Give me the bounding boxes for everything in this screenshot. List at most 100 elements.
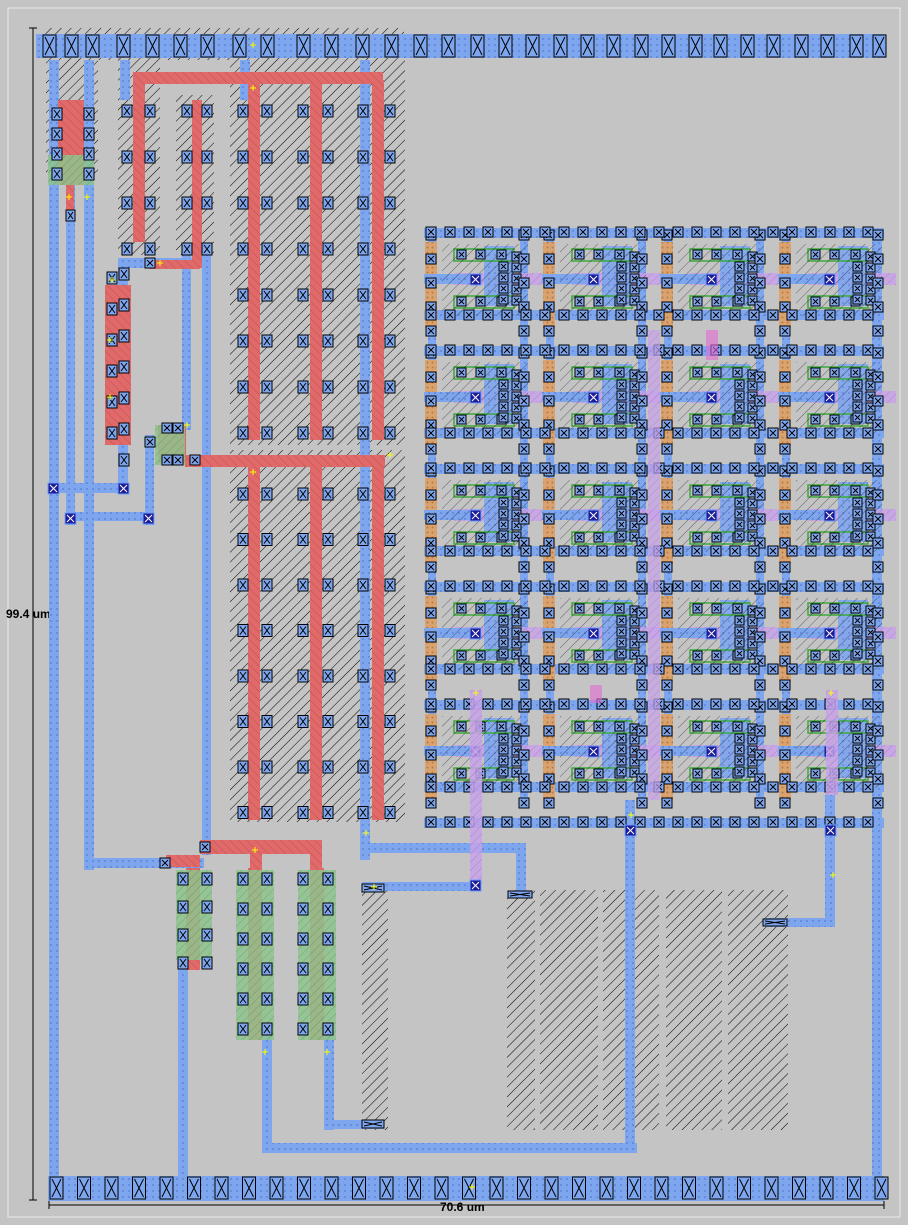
cell-contact: [574, 721, 585, 732]
device-contact: [384, 760, 396, 774]
cell-contact: [498, 497, 509, 508]
cell-contact: [614, 367, 625, 378]
cell-contact: [498, 744, 509, 755]
bitline-contact: [661, 489, 673, 501]
bitline-contact: [425, 489, 437, 501]
rail-contact: [634, 34, 649, 58]
cell-contact: [810, 721, 821, 732]
bitline-contact: [754, 631, 766, 643]
cell-contact: [511, 767, 522, 778]
wordline-contact: [482, 309, 494, 321]
device-contact: [172, 422, 184, 434]
cell-contact: [810, 485, 821, 496]
memory-cell: [424, 347, 542, 455]
wordline-contact: [539, 462, 551, 474]
cell-contact: [616, 508, 627, 519]
wordline-contact: [501, 545, 513, 557]
device-contact: [297, 932, 309, 946]
device-contact: [322, 578, 334, 592]
cell-contact: [747, 295, 758, 306]
device-contact: [118, 360, 130, 374]
bitline-contact: [872, 229, 884, 241]
cell-contact: [475, 603, 486, 614]
cell-contact: [498, 733, 509, 744]
bitline-contact: [754, 797, 766, 809]
cell-contact: [593, 721, 604, 732]
wordline-contact: [786, 462, 798, 474]
wordline-contact: [425, 781, 437, 793]
memory-cell: [660, 465, 778, 573]
cell-contact: [511, 284, 522, 295]
cell-contact: [852, 401, 863, 412]
cell-contact: [865, 380, 876, 391]
device-contact: [161, 454, 173, 466]
cell-contact: [498, 766, 509, 777]
device-contact: [322, 932, 334, 946]
device-contact: [181, 150, 193, 164]
device-contact: [384, 715, 396, 728]
bitline-contact: [779, 631, 791, 643]
wordline-contact: [805, 545, 817, 557]
bitline-contact: [754, 371, 766, 383]
wordline-contact: [672, 344, 684, 356]
cell-contact: [734, 648, 745, 659]
bitline-contact: [425, 607, 437, 619]
dimension-rulers: 99.4 um 70.6 um: [6, 27, 885, 1214]
device-contact: [261, 150, 273, 164]
wordline-contact: [805, 462, 817, 474]
via: [823, 509, 836, 522]
wordline-contact: [596, 462, 608, 474]
wordline-contact: [672, 545, 684, 557]
rail-contact: [214, 1176, 229, 1200]
rail-contact: [384, 34, 399, 58]
cell-contact: [496, 721, 507, 732]
cell-contact: [498, 615, 509, 626]
rail-contact: [688, 34, 703, 58]
wordline-contact: [748, 781, 760, 793]
marker: [628, 812, 634, 818]
cell-contact: [456, 532, 467, 543]
contacts-layer: [42, 34, 889, 1200]
rail-contact: [269, 1176, 284, 1200]
rail-contact: [116, 34, 131, 58]
device-contact: [322, 872, 334, 886]
wordline-contact: [577, 344, 589, 356]
rail-contact: [159, 1176, 174, 1200]
wordline-contact: [843, 309, 855, 321]
cell-contact: [865, 767, 876, 778]
wordline-contact: [482, 344, 494, 356]
wordline-contact: [786, 545, 798, 557]
via: [117, 482, 130, 495]
wordline-contact: [577, 816, 589, 828]
cell-contact: [511, 756, 522, 767]
rail-contact: [847, 1176, 861, 1200]
wordline-contact: [653, 816, 665, 828]
via: [469, 879, 482, 892]
cell-contact: [511, 498, 522, 509]
wordline-contact: [729, 781, 741, 793]
bitline-contact: [872, 607, 884, 619]
wordline-contact: [520, 462, 532, 474]
cell-contact: [456, 367, 467, 378]
memory-cell: [778, 583, 896, 691]
bitline-contact: [872, 679, 884, 691]
bitline-contact: [636, 749, 648, 761]
bitline-contact: [754, 655, 766, 667]
wordline-contact: [596, 344, 608, 356]
wordline-contact: [729, 663, 741, 675]
bitline-contact: [872, 797, 884, 809]
bitline-contact: [872, 537, 884, 549]
bitline-contact: [754, 679, 766, 691]
device-contact: [357, 715, 369, 728]
wordline-contact: [843, 462, 855, 474]
wordline-contact: [577, 226, 589, 238]
cell-contact: [616, 519, 627, 530]
wordline-contact: [558, 226, 570, 238]
bitline-contact: [543, 371, 555, 383]
via: [824, 824, 837, 837]
device-contact: [357, 150, 369, 164]
wordline-contact: [634, 781, 646, 793]
wordline-contact: [596, 545, 608, 557]
via: [587, 509, 600, 522]
cell-contact: [865, 295, 876, 306]
